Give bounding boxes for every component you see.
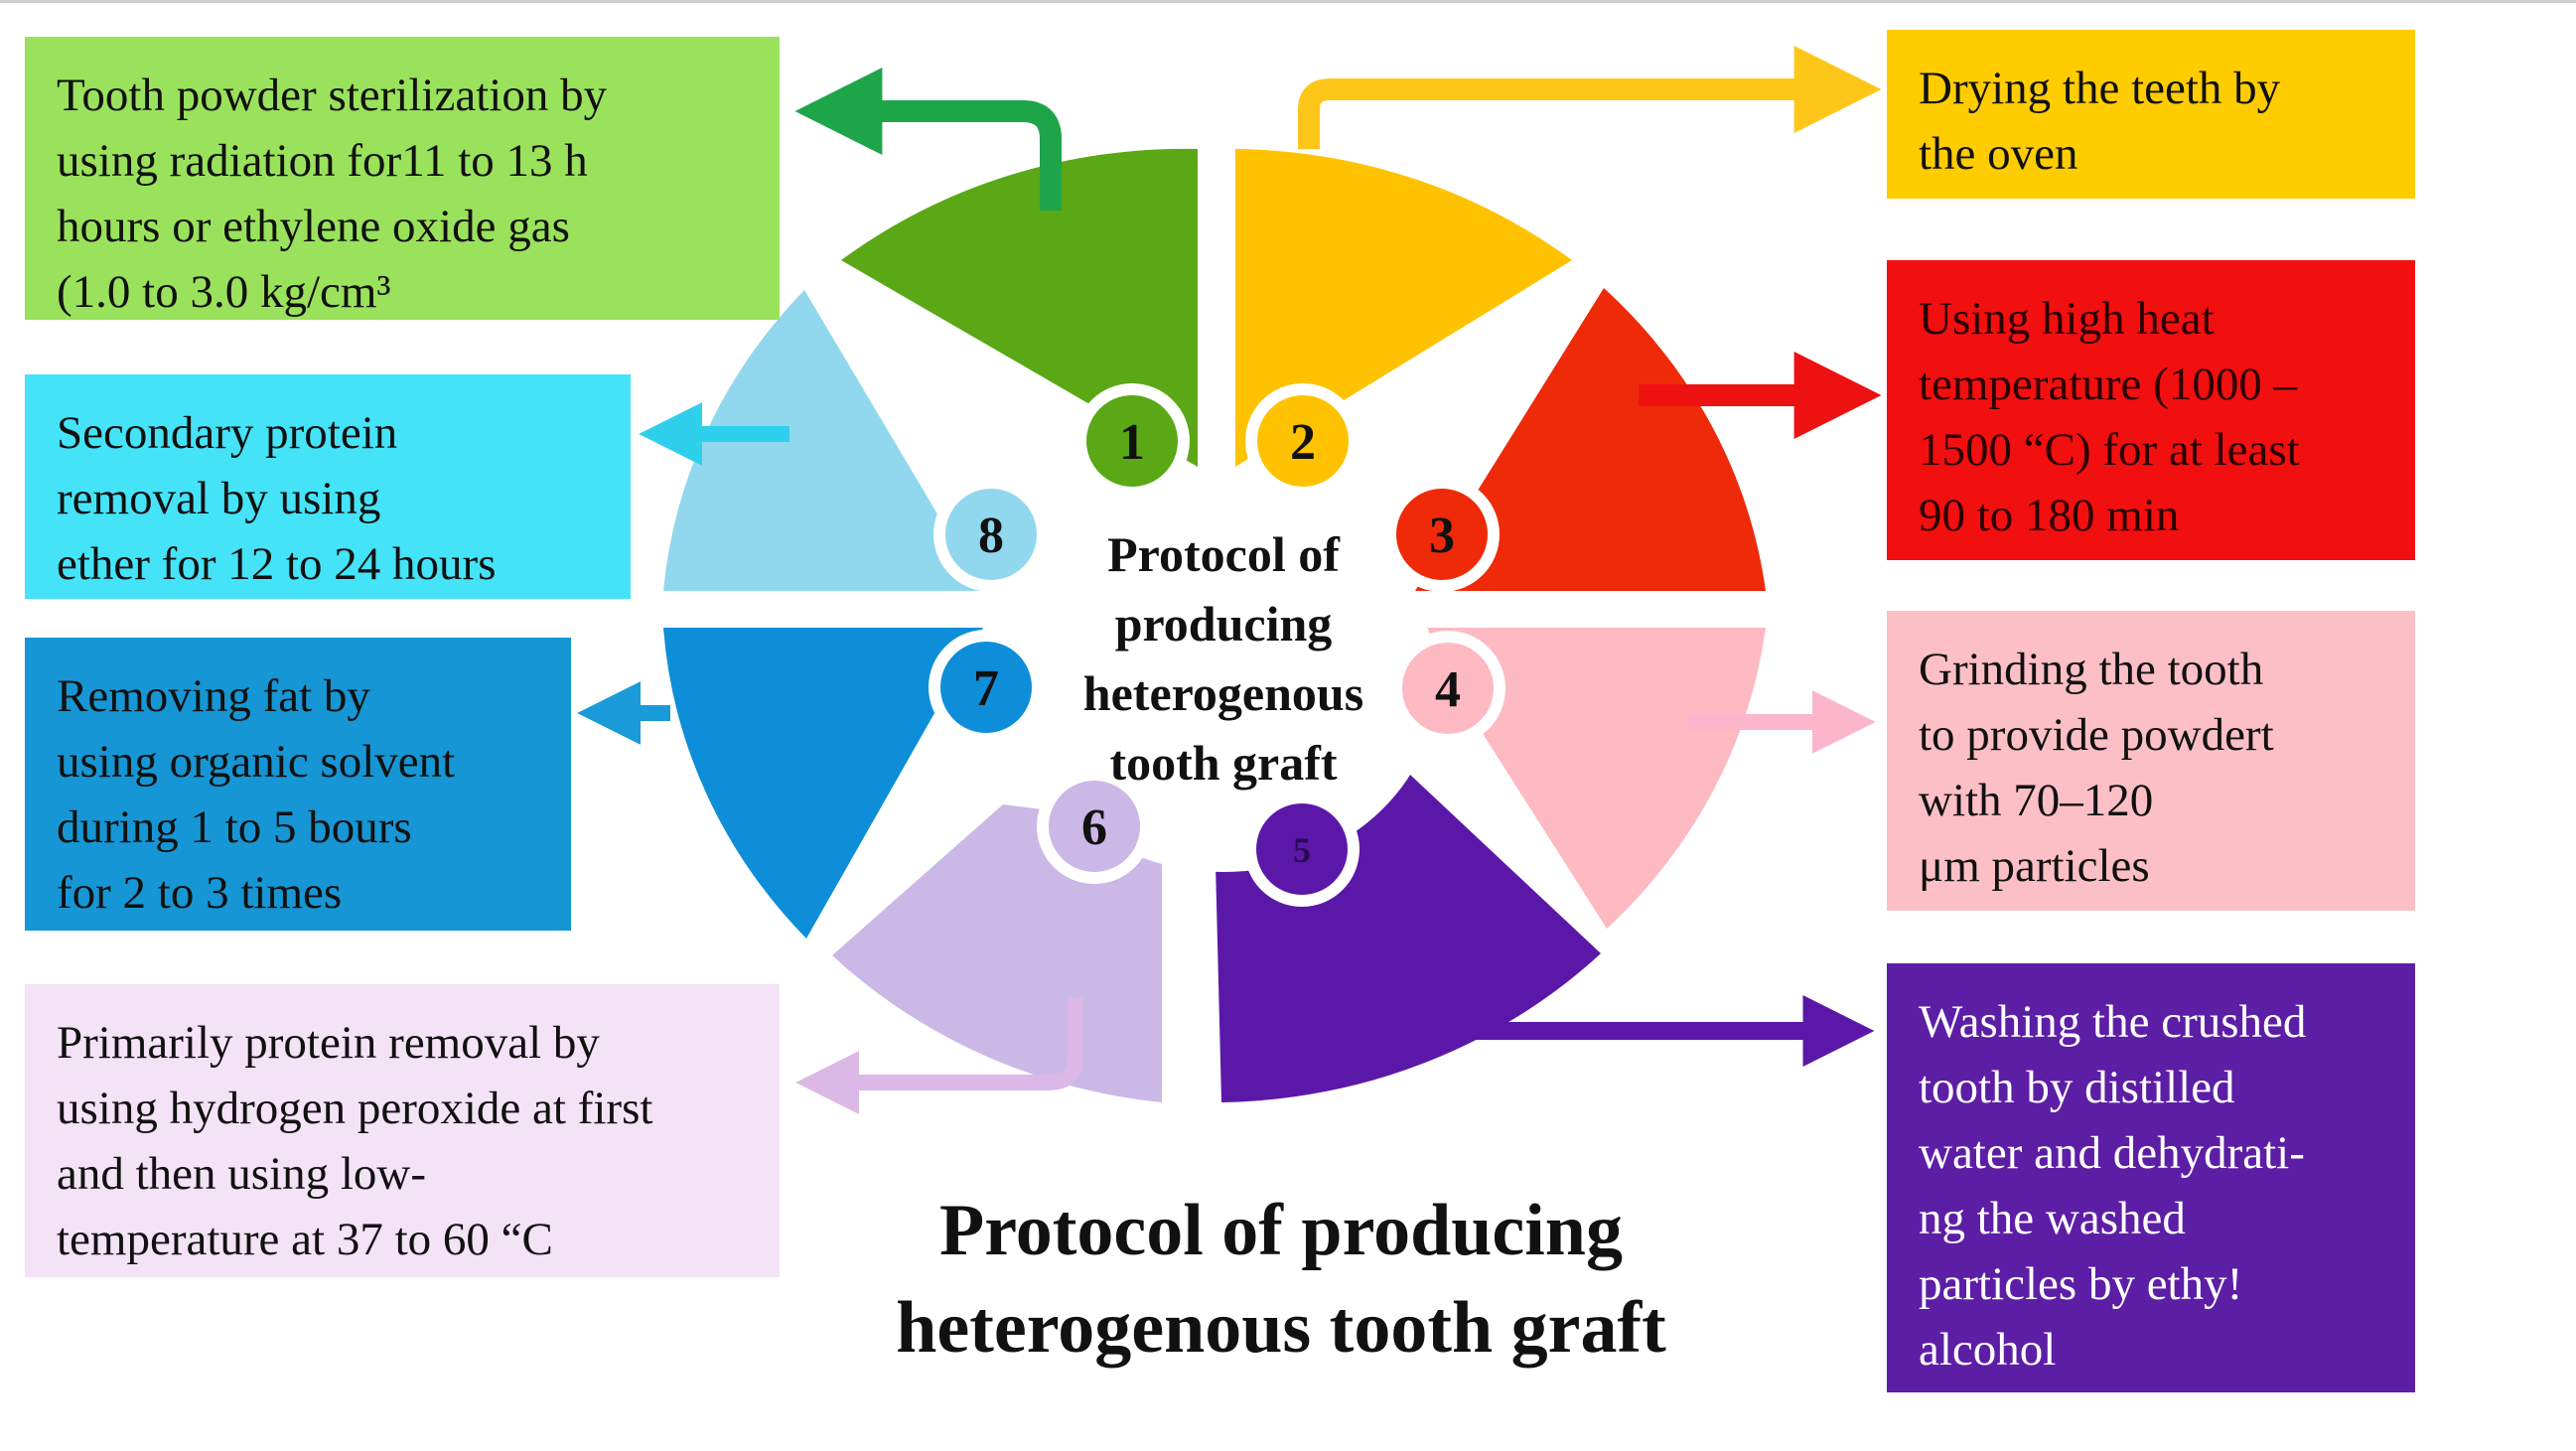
- step-5-line: tooth by distilled: [1919, 1062, 2235, 1113]
- step-3-line: 90 to 180 min: [1919, 490, 2180, 541]
- step-7-line: during 1 to 5 bours: [57, 801, 412, 853]
- diagram-title: Protocol of producing heterogenous tooth…: [755, 1182, 1807, 1377]
- connector-arrows: [577, 46, 1882, 1114]
- step-1-line: Tooth powder sterilization by: [57, 70, 608, 121]
- step-3-description: Using high heat temperature (1000 – 1500…: [1887, 260, 2415, 560]
- badge-7: [940, 642, 1032, 733]
- arrow-to-step-1: [794, 68, 1062, 211]
- badge-3: [1396, 489, 1488, 580]
- step-6-line: using hydrogen peroxide at first: [57, 1083, 653, 1134]
- badge-number-7: 7: [973, 660, 999, 717]
- badge-1: [1086, 395, 1178, 487]
- center-label-line-3: heterogenous: [1083, 665, 1363, 721]
- badge-number-8: 8: [978, 508, 1004, 564]
- step-5-line: alcohol: [1919, 1324, 2057, 1376]
- badge-8: [945, 489, 1037, 580]
- center-label: Protocol of producing heterogenous tooth…: [1083, 526, 1363, 791]
- step-2-line: the oven: [1919, 128, 2078, 180]
- badge-number-1: 1: [1119, 414, 1145, 471]
- step-6-line: and then using low-: [57, 1148, 427, 1200]
- badge-2: [1257, 395, 1349, 487]
- sector-3: [1415, 288, 1766, 591]
- step-8-line: ether for 12 to 24 hours: [57, 538, 497, 590]
- badge-4: [1402, 643, 1494, 734]
- step-2-line: Drying the teeth by: [1919, 63, 2281, 114]
- top-border-line: [0, 0, 2576, 3]
- sector-7: [663, 628, 983, 939]
- badge-number-5: 5: [1293, 830, 1311, 870]
- step-5-description: Washing the crushed tooth by distilled w…: [1887, 963, 2415, 1392]
- center-label-line-4: tooth graft: [1109, 735, 1337, 791]
- badge-6: [1049, 781, 1140, 872]
- step-8-line: removal by using: [57, 473, 381, 524]
- step-5-line: particles by ethy!: [1919, 1258, 2243, 1310]
- step-3-line: temperature (1000 –: [1919, 359, 2298, 410]
- diagram-title-line-1: Protocol of producing: [939, 1190, 1623, 1271]
- badge-number-4: 4: [1435, 661, 1461, 718]
- step-7-line: using organic solvent: [57, 736, 456, 788]
- badge-5: [1256, 803, 1348, 895]
- step-1-line: hours or ethylene oxide gas: [57, 201, 570, 252]
- step-7-line: for 2 to 3 times: [57, 867, 343, 919]
- step-4-line: to provide powdert: [1919, 709, 2274, 761]
- badge-number-3: 3: [1429, 508, 1455, 564]
- step-5-line: ng the washed: [1919, 1193, 2186, 1244]
- step-3-line: Using high heat: [1919, 293, 2215, 345]
- center-label-line-1: Protocol of: [1107, 526, 1341, 582]
- step-number-badges: [940, 395, 1494, 895]
- center-label-line-2: producing: [1115, 596, 1333, 652]
- step-6-description: Primarily protein removal by using hydro…: [25, 984, 780, 1277]
- step-5-line: Washing the crushed: [1919, 996, 2307, 1048]
- step-4-line: with 70–120: [1919, 775, 2154, 826]
- step-2-description: Drying the teeth by the oven: [1887, 30, 2415, 199]
- sector-8: [663, 290, 983, 591]
- step-5-line: water and dehydrati-: [1919, 1127, 2305, 1179]
- sector-1: [841, 148, 1198, 467]
- step-7-description: Removing fat by using organic solvent du…: [25, 638, 571, 931]
- step-4-line: Grinding the tooth: [1919, 644, 2264, 695]
- step-4-line: μm particles: [1919, 840, 2150, 892]
- diagram-title-line-2: heterogenous tooth graft: [896, 1287, 1666, 1369]
- step-6-line: temperature at 37 to 60 “C: [57, 1214, 553, 1265]
- badge-number-6: 6: [1081, 799, 1107, 856]
- badge-number-2: 2: [1290, 414, 1316, 471]
- step-1-line: (1.0 to 3.0 kg/cm³: [57, 266, 391, 318]
- step-1-line: using radiation for11 to 13 h: [57, 135, 588, 187]
- step-7-line: Removing fat by: [57, 670, 370, 722]
- arrow-to-step-2: [1298, 46, 1882, 149]
- step-4-description: Grinding the tooth to provide powdert wi…: [1887, 611, 2415, 911]
- arrow-to-step-6: [795, 997, 1083, 1114]
- step-3-line: 1500 “C) for at least: [1919, 424, 2300, 476]
- step-8-description: Secondary protein removal by using ether…: [25, 374, 631, 599]
- step-6-line: Primarily protein removal by: [57, 1017, 600, 1069]
- step-1-description: Tooth powder sterilization by using radi…: [25, 37, 780, 320]
- step-8-line: Secondary protein: [57, 407, 398, 459]
